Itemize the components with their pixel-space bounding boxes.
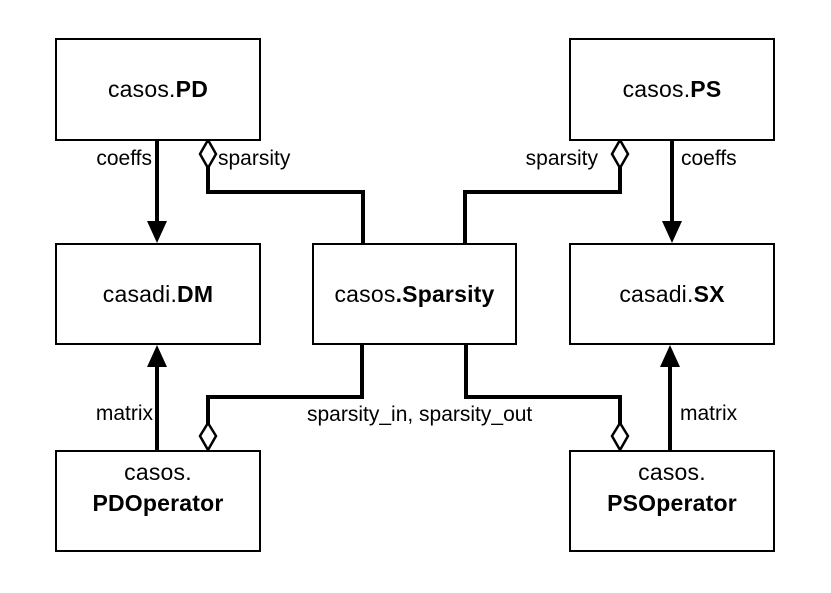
class-box-dm: casadi.DM [55, 243, 261, 345]
aggregation-diamond-icon [198, 420, 218, 453]
class-prefix: casos. [107, 76, 176, 102]
edge-pd-sparsity [198, 137, 365, 243]
class-box-psoperator: casos. PSOperator [569, 450, 775, 552]
class-name: .Sparsity [395, 280, 495, 307]
edge-pdoperator-sparsity [198, 345, 364, 453]
arrowhead-down-icon [147, 221, 167, 243]
class-prefix: casadi. [619, 280, 694, 307]
class-box-sx: casadi.SX [569, 243, 775, 345]
edge-pdoperator-matrix [147, 345, 167, 450]
edge-pd-coeffs [147, 141, 167, 243]
aggregation-diamond-icon [610, 137, 630, 171]
class-box-ps: casos.PS [569, 38, 775, 141]
arrowhead-down-icon [662, 221, 682, 243]
edge-label-pd-sparsity: sparsity [218, 147, 291, 170]
aggregation-diamond-icon [198, 137, 218, 171]
class-name: PS [690, 76, 722, 102]
class-name: PSOperator [607, 490, 737, 516]
edge-psoperator-sparsity [464, 345, 630, 453]
edge-line [206, 166, 365, 243]
class-prefix: casos. [124, 459, 192, 485]
class-name: PD [175, 76, 209, 102]
class-box-sparsity: casos.Sparsity [312, 243, 517, 345]
edge-label-operator-sparsity: sparsity_in, sparsity_out [307, 403, 533, 426]
edge-label-ps-coeffs: coeffs [681, 147, 737, 170]
class-name: PDOperator [92, 490, 224, 516]
edge-label-ps-sparsity: sparsity [525, 147, 598, 170]
edge-psoperator-matrix [660, 345, 680, 450]
class-prefix: casos. [622, 76, 691, 102]
class-box-pdoperator: casos. PDOperator [55, 450, 261, 552]
edge-line [464, 345, 622, 425]
class-prefix: casos. [638, 459, 706, 485]
aggregation-diamond-icon [610, 420, 630, 453]
class-prefix: casos [334, 280, 396, 307]
edge-label-pdoperator-matrix: matrix [95, 402, 153, 425]
edge-ps-coeffs [662, 141, 682, 243]
class-name: SX [693, 280, 725, 307]
arrowhead-up-icon [660, 345, 680, 367]
arrowhead-up-icon [147, 345, 167, 367]
class-prefix: casadi. [102, 280, 178, 307]
edge-label-pd-coeffs: coeffs [96, 147, 152, 170]
class-box-pd: casos.PD [55, 38, 261, 141]
edge-line [463, 166, 622, 243]
edge-ps-sparsity [463, 137, 630, 243]
edge-line [206, 345, 364, 425]
class-name: DM [177, 280, 214, 307]
edge-label-psoperator-matrix: matrix [680, 402, 738, 425]
